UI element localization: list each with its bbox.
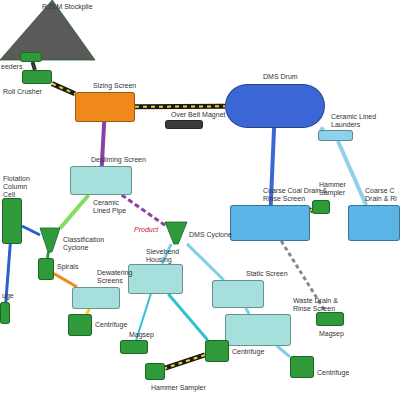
- pipe-body: [54, 274, 77, 287]
- unit-label: Flotation Column Cell: [3, 175, 41, 199]
- unit-label: Spirals: [57, 263, 78, 271]
- flow-label: Product: [134, 226, 158, 234]
- pipe-body: [33, 62, 35, 70]
- unit-label: Sievebend Housing: [146, 248, 188, 264]
- unit-label: Classification Cyclone: [63, 236, 111, 252]
- equipment-unit: Static Screen: [212, 280, 264, 308]
- equipment-unit: Magsep: [316, 312, 344, 326]
- unit-label: Centrifuge: [317, 369, 349, 377]
- equipment-unit: Roll Crusher: [22, 70, 52, 84]
- pipe-body: [22, 226, 40, 235]
- unit-label: Magsep: [319, 330, 344, 338]
- pipe-line: [277, 346, 290, 357]
- equipment-unit: Centrifuge: [290, 356, 314, 378]
- equipment-unit: Coarse Coal Drain & Rinse Screen: [230, 205, 310, 241]
- unit-label: Waste Drain & Rinse Screen: [293, 297, 341, 313]
- equipment-unit: Dewatering Screens: [72, 287, 120, 309]
- equipment-unit: DMS Cyclone: [165, 222, 187, 244]
- unit-label: Static Screen: [246, 270, 288, 278]
- unit-label: DMS Cyclone: [189, 231, 232, 239]
- unit-label: Over Belt Magnet: [171, 111, 225, 119]
- pipe-body: [277, 346, 290, 357]
- pipe-line: [122, 195, 165, 225]
- cyclone-shape: [40, 228, 60, 252]
- conveyor-belt: [165, 355, 205, 368]
- pipe-line: [22, 226, 40, 235]
- unit-label: Ceramic Lined Launders: [331, 113, 381, 129]
- pipe-note: Ceramic Lined Pipe: [93, 199, 133, 215]
- unit-label: Desliming Screen: [91, 156, 146, 164]
- conveyor-belt: [135, 106, 225, 108]
- pipe-body: [60, 195, 89, 228]
- equipment-unit: Centrifuge: [68, 314, 92, 336]
- equipment-unit: uge: [0, 302, 10, 324]
- pipe-line: [33, 62, 35, 70]
- unit-label: R.O.M Stockpile: [42, 3, 93, 11]
- cyclone-shape: [165, 222, 187, 244]
- equipment-unit: Classification Cyclone: [40, 228, 60, 252]
- equipment-unit: eeders: [20, 52, 42, 62]
- shape-fill: [0, 0, 95, 60]
- equipment-unit: Centrifuge: [205, 340, 229, 362]
- equipment-unit: Sizing Screen: [75, 92, 135, 122]
- unit-label: Hammer Sampler: [319, 181, 353, 197]
- unit-label: Centrifuge: [95, 321, 127, 329]
- shape-fill: [40, 228, 60, 252]
- equipment-unit: Ceramic Lined Launders: [318, 130, 353, 141]
- equipment-unit: Waste Drain & Rinse Screen: [225, 314, 291, 346]
- unit-label: Roll Crusher: [3, 88, 42, 96]
- equipment-unit: R.O.M Stockpile: [0, 0, 95, 60]
- pipe-line: [168, 294, 207, 340]
- pipe-line: [54, 274, 77, 287]
- equipment-unit: Flotation Column Cell: [2, 198, 22, 244]
- equipment-unit: Hammer Sampler: [312, 200, 330, 214]
- pipe-body: [168, 294, 207, 340]
- equipment-unit: Spirals: [38, 258, 54, 280]
- equipment-unit: Over Belt Magnet: [165, 120, 203, 129]
- pipe-line: [187, 244, 224, 280]
- conveyor-stripe: [135, 105, 225, 108]
- unit-label: Coarse C Drain & Ri: [365, 187, 400, 203]
- unit-label: Dewatering Screens: [97, 269, 139, 285]
- equipment-unit: DMS Drum: [225, 84, 325, 128]
- unit-label: eeders: [1, 63, 22, 71]
- equipment-unit: Desliming Screen: [70, 166, 132, 195]
- shape-fill: [165, 222, 187, 244]
- unit-label: Sizing Screen: [93, 82, 136, 90]
- equipment-unit: Hammer Sampler: [145, 363, 165, 380]
- conveyor-stripe: [165, 355, 205, 368]
- pipe-body: [187, 244, 224, 280]
- conveyor-body: [135, 104, 225, 110]
- unit-label: Magsep: [129, 331, 154, 339]
- pipe-body: [122, 195, 165, 225]
- conveyor-body: [52, 84, 75, 94]
- unit-label: uge: [2, 292, 14, 300]
- equipment-unit: Coarse C Drain & Ri: [348, 205, 400, 241]
- unit-label: Centrifuge: [232, 348, 264, 356]
- unit-label: DMS Drum: [263, 73, 298, 81]
- conveyor-belt: [52, 84, 75, 94]
- equipment-unit: Sievebend Housing: [128, 264, 183, 294]
- unit-label: Hammer Sampler: [151, 384, 206, 392]
- pipe-line: [60, 195, 89, 228]
- equipment-unit: Magsep: [120, 340, 148, 354]
- conveyor-stripe: [52, 84, 75, 94]
- conveyor-body: [165, 355, 205, 368]
